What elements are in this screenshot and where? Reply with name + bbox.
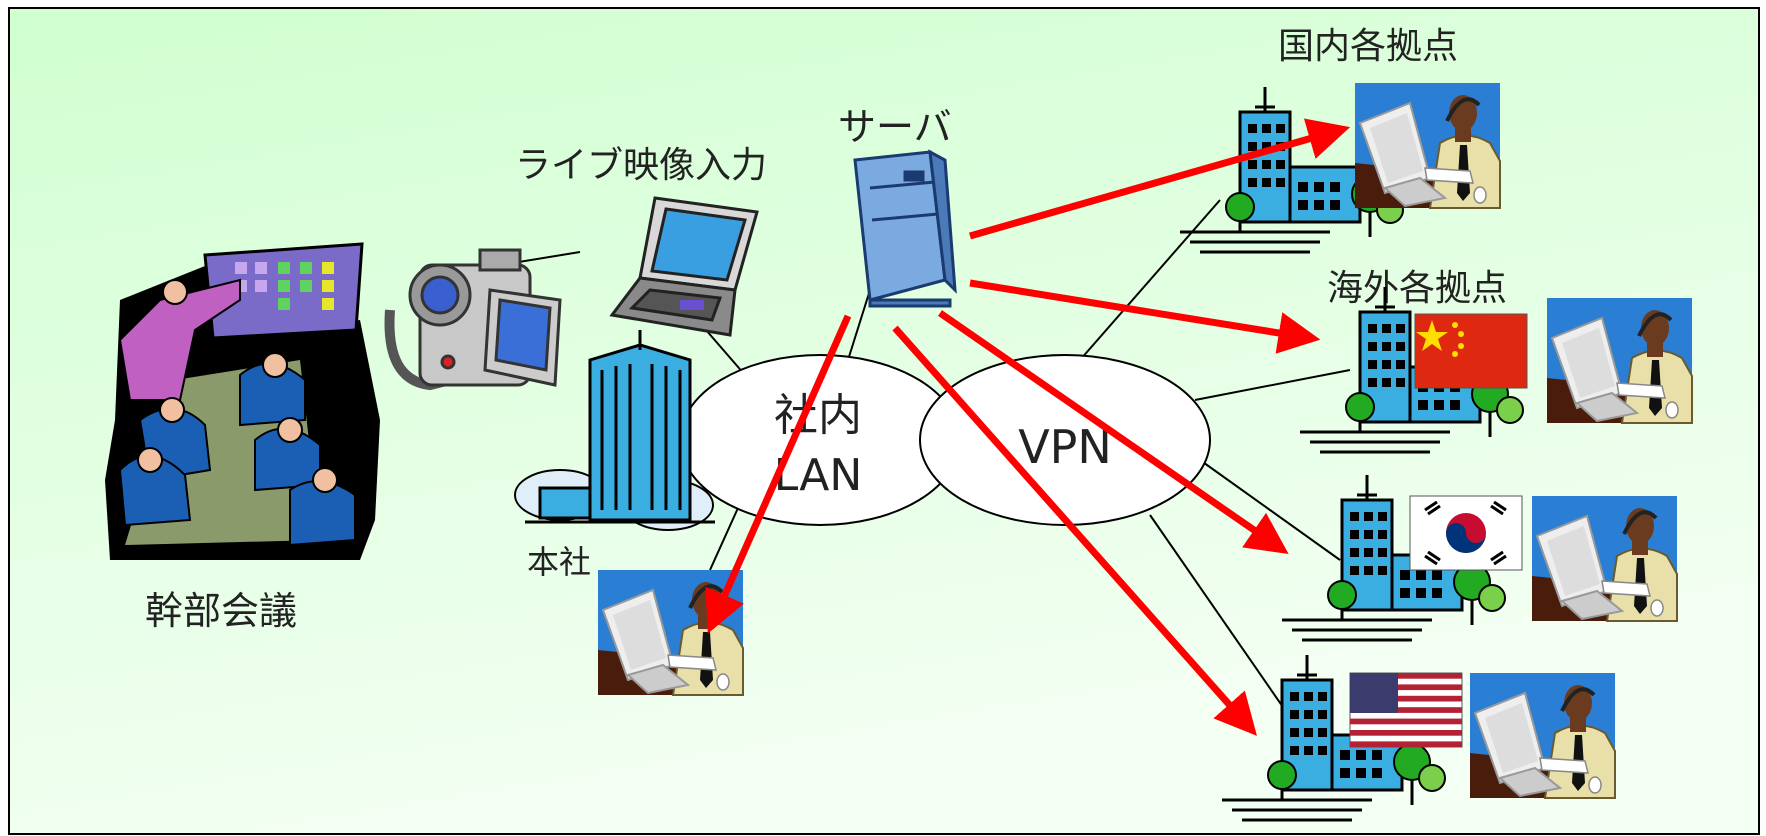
domestic-computer-user-icon [1353,81,1502,210]
lan-label-line1: 社内 [774,390,862,441]
domestic-label: 国内各拠点 [1278,26,1458,67]
vpn-label: VPN [1018,420,1112,474]
meeting-label: 幹部会議 [145,589,297,633]
arrow-to-domestic [969,118,1351,240]
usa-computer-user-icon [1468,671,1617,800]
overseas-label: 海外各拠点 [1327,268,1507,309]
server-label: サーバ [838,105,952,149]
korea-computer-user-icon [1530,494,1679,623]
arrow-to-usa [892,325,1257,736]
usa-flag-icon [1349,672,1463,748]
camcorder-icon [384,248,562,391]
arrow-to-hq-user [705,314,852,634]
korea-flag-icon [1409,495,1523,571]
hq-building-icon [514,330,715,531]
china-flag-icon [1414,313,1528,389]
arrow-to-china [969,279,1321,354]
arrow-to-korea [938,310,1289,554]
live-video-label: ライブ映像入力 [515,145,767,186]
laptop-icon [609,196,759,337]
china-computer-user-icon [1545,296,1694,425]
server-tower-icon [853,149,957,308]
meeting-clipart-icon [105,242,380,560]
server-distribution-arrows [705,118,1351,736]
vpn-ellipse [919,354,1211,526]
hq-label: 本社 [527,543,591,581]
hq-computer-user-icon [596,568,745,697]
